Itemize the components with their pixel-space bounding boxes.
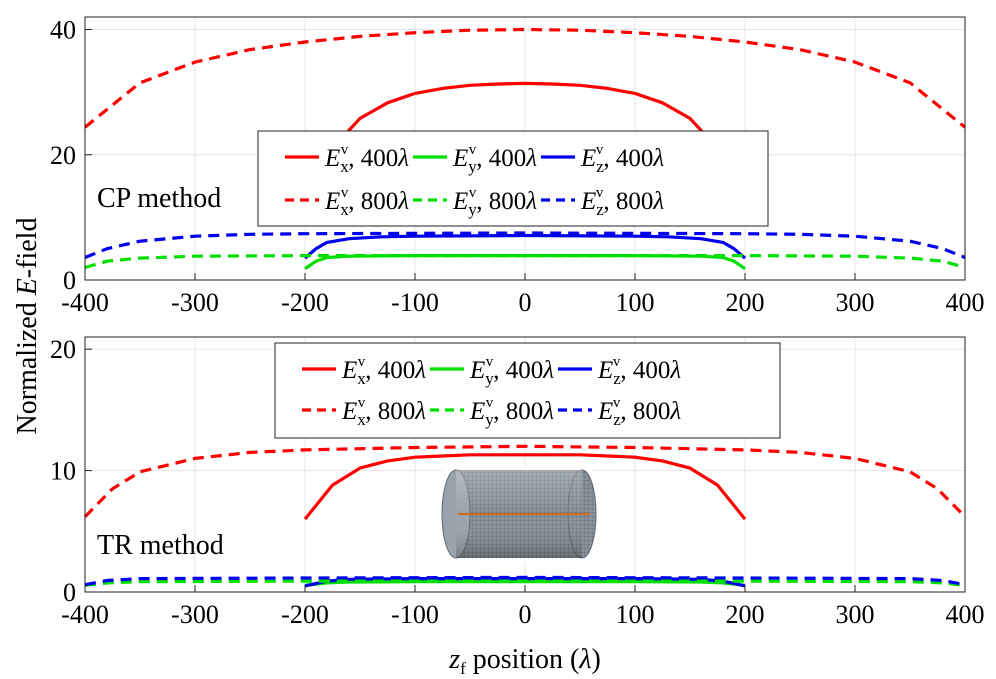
y-tick-label: 0	[63, 578, 76, 607]
y-tick-label: 40	[50, 16, 76, 45]
tr-panel: -400 -300 -200 -100 0 100 200 300 400 0 10 20 TR me…	[50, 335, 985, 629]
series-line-y-800	[84, 579, 966, 587]
x-tick-label: 0	[519, 288, 532, 317]
legend-entry-x-800: Exv, 800λ	[324, 185, 409, 219]
legend-entry-z-400: Ezv, 400λ	[580, 142, 664, 176]
legend-entry-x-400: Exv, 400λ	[324, 142, 409, 176]
legend-entry-x-400: Exv, 400λ	[341, 354, 426, 388]
x-tick-label: 300	[836, 288, 875, 317]
x-tick-label: 300	[836, 600, 875, 629]
x-tick-label: -100	[391, 288, 439, 317]
legend-entry-y-800: Eyv, 800λ	[469, 395, 554, 429]
legend-entry-x-800: Exv, 800λ	[341, 395, 426, 429]
legend-entry-z-800: Ezv, 800λ	[597, 395, 681, 429]
cylinder-mesh-image	[441, 466, 597, 562]
cp-panel: -400 -300 -200 -100 0 100 200 300 400 0 20 40 CP me…	[50, 16, 985, 317]
x-tick-label: 200	[726, 288, 765, 317]
x-tick-label: -400	[61, 600, 109, 629]
y-axis-label: Normalized E-field	[12, 218, 43, 435]
series-line-x-400	[303, 453, 747, 521]
y-tick-label: 10	[50, 457, 76, 486]
legend-box	[274, 342, 781, 439]
cp-method-label: CP method	[97, 183, 221, 214]
series-line-z-400	[303, 233, 747, 260]
y-tick-label: 0	[63, 266, 76, 295]
tr-method-label: TR method	[97, 530, 224, 561]
x-tick-label: 400	[946, 288, 985, 317]
x-tick-label: -100	[391, 600, 439, 629]
x-tick-label: 0	[519, 600, 532, 629]
legend-box	[257, 130, 769, 227]
x-tick-label: -400	[61, 288, 109, 317]
x-tick-label: -200	[281, 600, 329, 629]
x-tick-label: 400	[946, 600, 985, 629]
legend-entry-z-400: Ezv, 400λ	[597, 354, 681, 388]
legend-entry-y-400: Eyv, 400λ	[452, 142, 537, 176]
series-line-x-400	[336, 81, 714, 144]
x-tick-label: 100	[616, 288, 655, 317]
y-tick-label: 20	[50, 335, 76, 364]
series-line-z-800	[84, 231, 966, 259]
legend-entry-y-400: Eyv, 400λ	[469, 354, 554, 388]
x-tick-label: 200	[726, 600, 765, 629]
x-tick-label: 100	[616, 600, 655, 629]
x-axis-label: zf position (λ)	[448, 644, 601, 678]
x-tick-label: -300	[171, 600, 219, 629]
legend-entry-y-800: Eyv, 800λ	[452, 185, 537, 219]
y-tick-label: 20	[50, 141, 76, 170]
series-line-x-800	[83, 444, 967, 518]
series-line-z-800	[84, 575, 966, 587]
x-tick-label: -200	[281, 288, 329, 317]
series-line-y-800	[84, 254, 966, 270]
x-tick-label: -300	[171, 288, 219, 317]
legend-entry-z-800: Ezv, 800λ	[580, 185, 664, 219]
series-line-x-800	[83, 27, 967, 129]
